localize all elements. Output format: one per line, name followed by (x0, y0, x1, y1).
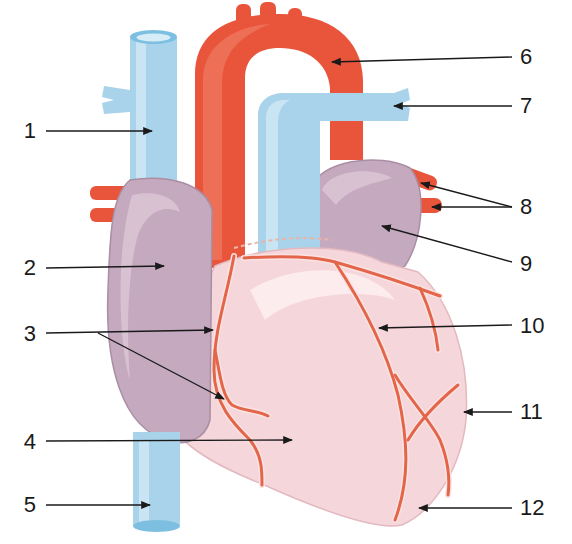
coronary-artery (215, 350, 268, 416)
right-atrium (108, 178, 212, 442)
coronary-artery (335, 262, 406, 520)
leader-line (46, 504, 150, 505)
callout-number: 2 (24, 257, 36, 279)
coronary-artery (335, 262, 406, 520)
right-atrium (121, 193, 181, 380)
left-atrium (322, 171, 392, 205)
superior-vena-cava (130, 37, 177, 202)
callout-number: 1 (24, 120, 36, 142)
callout-number: 6 (520, 46, 532, 68)
coronary-artery (408, 385, 458, 440)
pulmonary-artery (258, 93, 396, 272)
callout-number: 8 (520, 196, 532, 218)
leader-line (46, 57, 512, 508)
callout-number: 3 (24, 323, 36, 345)
inferior-vena-cava (133, 520, 180, 532)
leader-line (421, 183, 512, 207)
coronary-artery (214, 256, 458, 520)
pulmonary-artery (258, 88, 410, 272)
superior-vena-cava (102, 86, 130, 114)
inferior-vena-cava (133, 432, 180, 526)
superior-vena-cava (102, 30, 177, 202)
pulmonary-artery (266, 100, 290, 268)
heart-ventricles (234, 238, 332, 248)
superior-vena-cava (130, 30, 177, 44)
inferior-vena-cava (133, 432, 180, 532)
inferior-vena-cava (139, 440, 149, 522)
coronary-artery (214, 256, 458, 520)
pulmonary-artery (394, 88, 410, 121)
leader-line (98, 333, 224, 399)
coronary-artery (214, 256, 458, 520)
callout-number: 10 (520, 315, 544, 337)
coronary-artery (420, 288, 438, 350)
leader-line (382, 226, 512, 262)
superior-vena-cava (136, 42, 146, 192)
coronary-artery (395, 375, 449, 495)
callout-number: 9 (520, 253, 532, 275)
leader-line (46, 266, 164, 268)
leader-line (419, 507, 512, 508)
superior-vena-cava (137, 34, 171, 42)
leader-line (46, 330, 213, 333)
leader-line (464, 411, 512, 412)
coronary-artery (244, 257, 440, 296)
leader-line (379, 325, 512, 328)
heart-ventricles (176, 238, 467, 526)
coronary-artery (214, 256, 262, 485)
leader-line (394, 105, 512, 106)
leader-line (46, 130, 152, 131)
callout-number: 12 (520, 497, 544, 519)
right-atrium (108, 178, 212, 442)
leader-line (432, 206, 512, 207)
heart-ventricles (176, 248, 467, 526)
callout-number: 5 (24, 494, 36, 516)
coronary-artery (395, 375, 449, 495)
heart-ventricles (250, 270, 395, 320)
leader-line (46, 440, 292, 441)
callout-number: 11 (520, 401, 543, 423)
leader-line (332, 57, 512, 62)
callout-number: 4 (24, 431, 36, 453)
callout-number: 7 (520, 95, 532, 117)
coronary-artery (420, 288, 438, 350)
